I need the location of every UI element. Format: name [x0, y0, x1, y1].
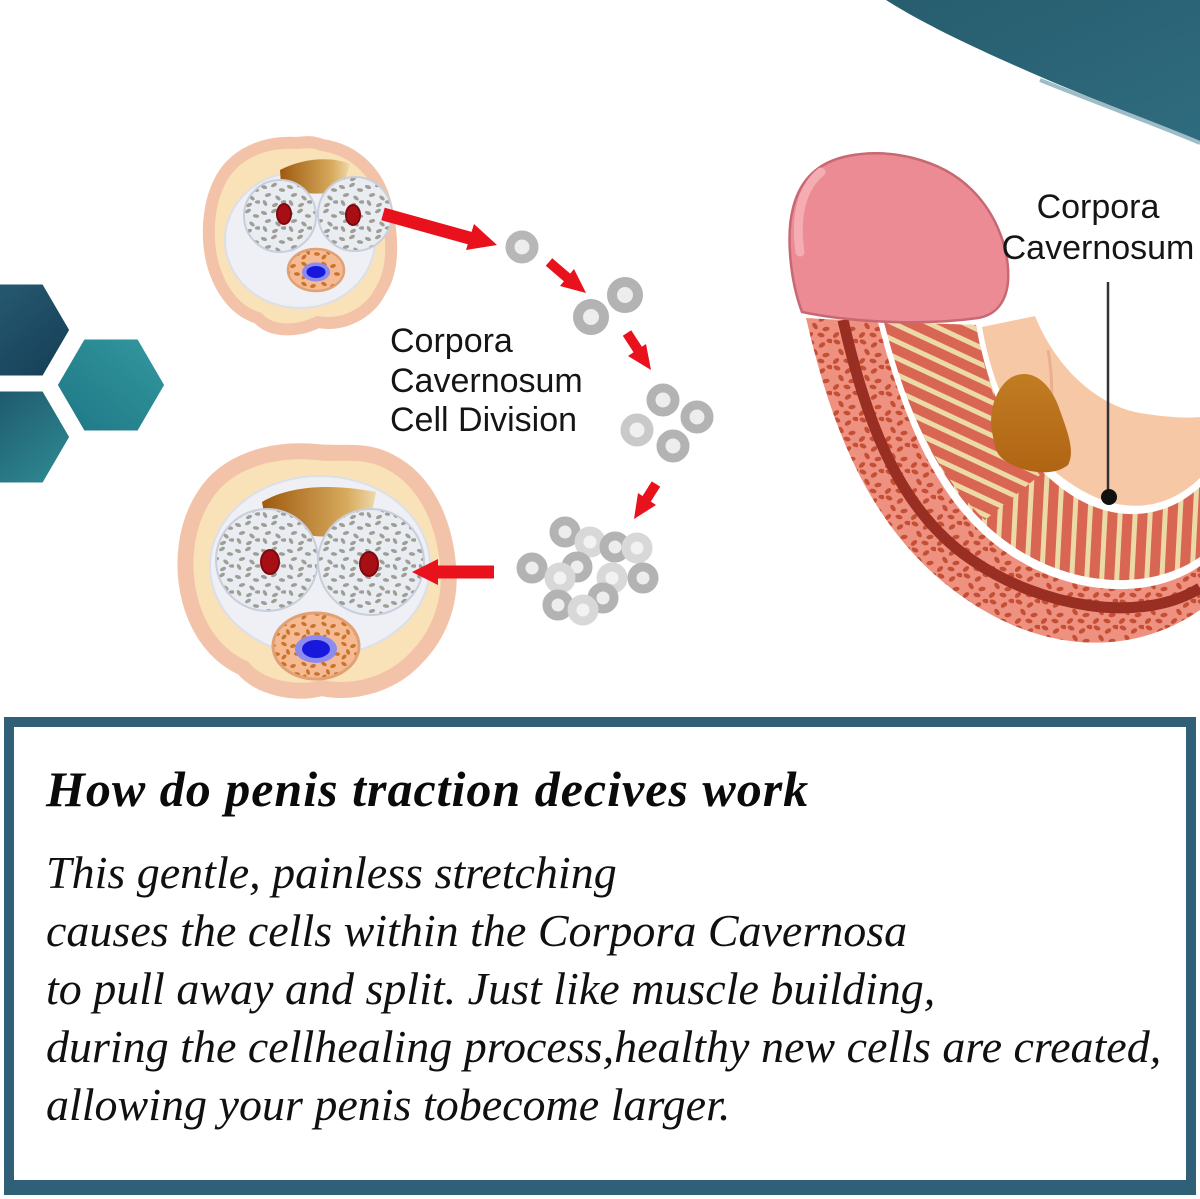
- swoosh-light-edge: [1039, 78, 1200, 145]
- info-body-line: during the cellhealing process,healthy n…: [46, 1021, 1162, 1072]
- cavernosal-artery-left: [260, 549, 280, 575]
- info-box: How do penis traction decives work This …: [4, 717, 1196, 1195]
- red-arrow-from-small-section: [381, 207, 497, 250]
- cell-pair: [573, 277, 643, 335]
- corner-swoosh-decoration: [886, 0, 1200, 145]
- anatomy-label-line2: Cavernosum: [1002, 229, 1195, 267]
- info-body-line: to pull away and split. Just like muscle…: [46, 963, 936, 1014]
- red-arrow-to-large-section: [412, 559, 494, 585]
- hexagon-top: [0, 279, 75, 381]
- cavernosal-artery-right: [345, 204, 361, 226]
- cell-quad: [620, 383, 714, 463]
- info-body-line: causes the cells within the Corpora Cave…: [46, 905, 908, 956]
- swoosh-shape: [886, 0, 1200, 141]
- illustration-svg: Corpora Cavernosum Cell Division Corpora…: [0, 0, 1200, 699]
- skin-band: [982, 316, 1200, 506]
- info-heading: How do penis traction decives work: [46, 761, 810, 817]
- cell-division-label: Corpora Cavernosum Cell Division: [390, 322, 583, 439]
- arrows: [381, 207, 661, 585]
- vessel-patch: [991, 374, 1071, 473]
- red-arrow-step-1: [545, 258, 586, 293]
- hexagon-middle: [52, 334, 170, 436]
- info-body-line: This gentle, painless stretching: [46, 847, 617, 898]
- tunica-dark-line: [837, 318, 1200, 614]
- cell-division-label-line1: Corpora: [390, 322, 513, 360]
- single-cell: [505, 230, 539, 264]
- cell-division-label-line2: Cavernosum: [390, 362, 583, 400]
- urethra: [306, 266, 326, 278]
- cavernosal-artery-left: [276, 203, 292, 225]
- label-pointer-dot: [1101, 489, 1117, 505]
- info-body-line: allowing your penis tobecome larger.: [46, 1079, 731, 1130]
- cross-section-large: [177, 443, 457, 699]
- cross-section-small: [202, 136, 398, 336]
- anatomy-label-line1: Corpora: [1037, 188, 1160, 226]
- penis-anatomy: [788, 152, 1200, 643]
- glans: [788, 152, 1010, 324]
- red-arrow-step-2: [622, 330, 651, 370]
- anatomy-label: Corpora Cavernosum: [1002, 188, 1195, 267]
- red-arrow-step-3: [634, 481, 661, 519]
- glans-highlight: [793, 167, 826, 257]
- cell-division-cells: [505, 230, 714, 626]
- cell-division-label-line3: Cell Division: [390, 401, 577, 439]
- cell-cluster: [516, 516, 659, 626]
- urethra: [302, 640, 330, 658]
- cavernosal-artery-right: [359, 551, 379, 577]
- hexagon-bottom: [0, 386, 75, 488]
- info-body: This gentle, painless stretching causes …: [46, 844, 1162, 1134]
- hexagon-decoration: [0, 279, 170, 488]
- corpora-cavernosum-band-upper: [884, 322, 1040, 520]
